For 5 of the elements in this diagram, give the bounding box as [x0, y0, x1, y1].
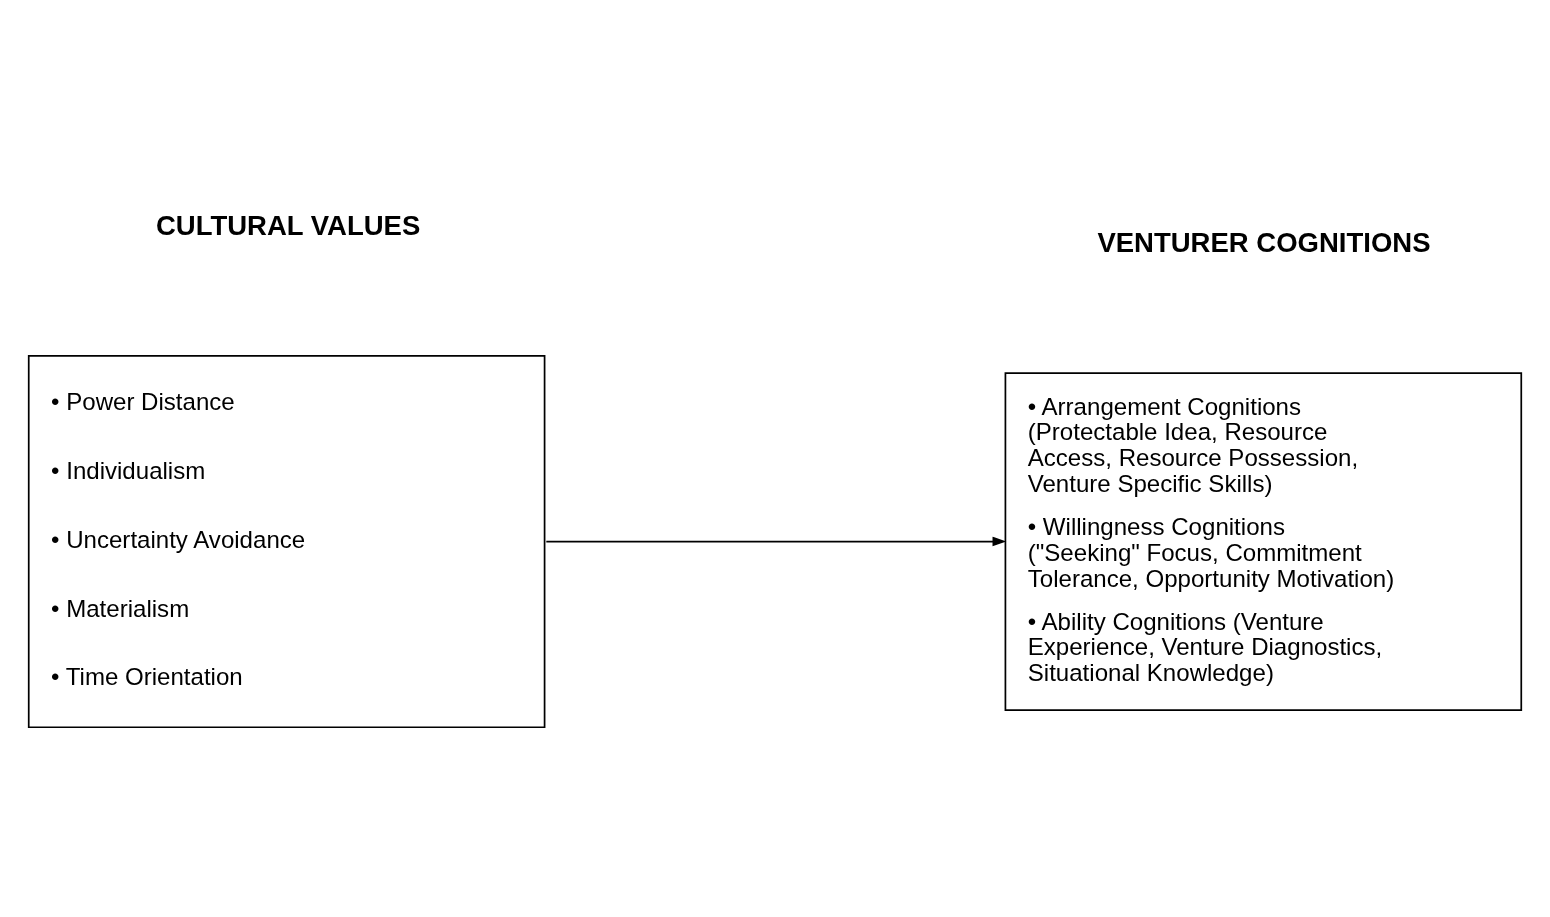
- node-box: • Power Distance • Individualism • Uncertainty Avoidance • Materialism • Time Orientation: [27, 354, 546, 728]
- node-label: CULTURAL VALUES: [155, 209, 421, 241]
- node-label: VENTURER COGNITIONS: [1097, 226, 1431, 258]
- node-box: • Arrangement Cognitions (Protectable Idea, Resource Access, Resource Possession, Venture Specific Skills) • Willingness Cognitions ("Seeking" Focus, Commitment Tolerance, Opportunity Motivation) • Ability Cognitions (Venture Experience, Venture Diagnostics, Situational Knowledge): [1004, 371, 1523, 711]
- arrow: [545, 536, 1007, 546]
